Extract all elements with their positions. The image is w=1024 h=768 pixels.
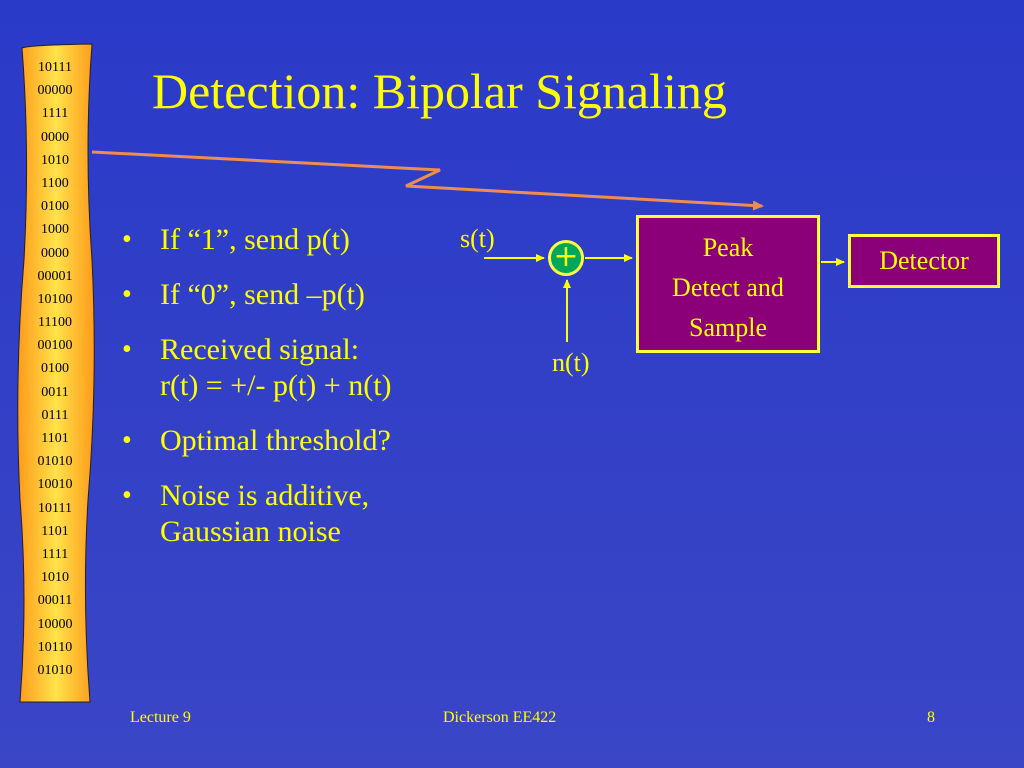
binary-number: 01010 bbox=[37, 454, 73, 470]
binary-number: 1010 bbox=[41, 570, 69, 586]
binary-number: 0000 bbox=[41, 245, 69, 261]
binary-number: 00011 bbox=[37, 593, 73, 609]
binary-number: 10100 bbox=[37, 291, 73, 307]
binary-number: 11100 bbox=[38, 315, 72, 331]
summer-node: + bbox=[548, 240, 584, 276]
binary-number: 10111 bbox=[38, 60, 72, 75]
peak-box-line: Detect and bbox=[672, 273, 784, 302]
binary-number: 0111 bbox=[41, 407, 69, 423]
binary-number: 1100 bbox=[41, 175, 69, 191]
binary-number: 0100 bbox=[41, 361, 69, 377]
binary-number: 01010 bbox=[37, 662, 73, 678]
binary-number: 1111 bbox=[41, 546, 69, 562]
bullet-text: If “1”, send p(t) bbox=[160, 223, 350, 256]
binary-number: 1111 bbox=[41, 106, 69, 122]
bullet-item: Received signal: r(t) = +/- p(t) + n(t) bbox=[122, 332, 542, 404]
binary-number: 1101 bbox=[41, 523, 69, 539]
binary-number: 0011 bbox=[41, 384, 69, 400]
binary-number: 00100 bbox=[37, 338, 73, 354]
peak-box-line: Sample bbox=[689, 313, 767, 342]
binary-number: 10111 bbox=[38, 500, 72, 516]
peak-box-line: Peak bbox=[702, 233, 754, 262]
slide-title: Detection: Bipolar Signaling bbox=[152, 63, 727, 119]
binary-number: 00000 bbox=[37, 83, 73, 99]
binary-number: 10010 bbox=[37, 477, 73, 493]
detector-box: Detector bbox=[848, 234, 1000, 288]
bullet-item: If “0”, send –p(t) bbox=[122, 277, 542, 313]
peak-detect-sample-box: Peak Detect and Sample bbox=[636, 215, 820, 353]
bullet-text: Optimal threshold? bbox=[160, 424, 391, 457]
footer-course: Dickerson EE422 bbox=[443, 709, 557, 726]
binary-number: 1101 bbox=[41, 431, 69, 446]
noise-label: n(t) bbox=[552, 348, 590, 377]
title-callout-line bbox=[91, 150, 764, 211]
input-signal-label: s(t) bbox=[460, 224, 495, 253]
footer-lecture: Lecture 9 bbox=[130, 709, 191, 726]
binary-strip: 10111 00000 1111 0000 1010 1100 0100 100… bbox=[20, 56, 90, 682]
bullet-text: Gaussian noise bbox=[160, 515, 341, 548]
page-number: 8 bbox=[927, 709, 935, 726]
bullet-text: Received signal: bbox=[160, 333, 360, 366]
bullet-text: Noise is additive, bbox=[160, 479, 370, 512]
binary-number: 1000 bbox=[41, 222, 69, 238]
binary-number: 00001 bbox=[37, 268, 73, 284]
bullet-text: r(t) = +/- p(t) + n(t) bbox=[160, 369, 392, 402]
bullet-item: Optimal threshold? bbox=[122, 423, 542, 459]
binary-number: 1010 bbox=[41, 152, 69, 168]
bullet-text: If “0”, send –p(t) bbox=[160, 278, 365, 311]
binary-number: 10110 bbox=[37, 639, 73, 655]
bullet-item: Noise is additive, Gaussian noise bbox=[122, 478, 542, 550]
bullet-list: If “1”, send p(t) If “0”, send –p(t) Rec… bbox=[122, 222, 542, 569]
bullet-item: If “1”, send p(t) bbox=[122, 222, 542, 258]
binary-number: 10000 bbox=[37, 616, 73, 632]
binary-number: 0000 bbox=[41, 129, 69, 145]
binary-number: 0100 bbox=[41, 199, 69, 215]
